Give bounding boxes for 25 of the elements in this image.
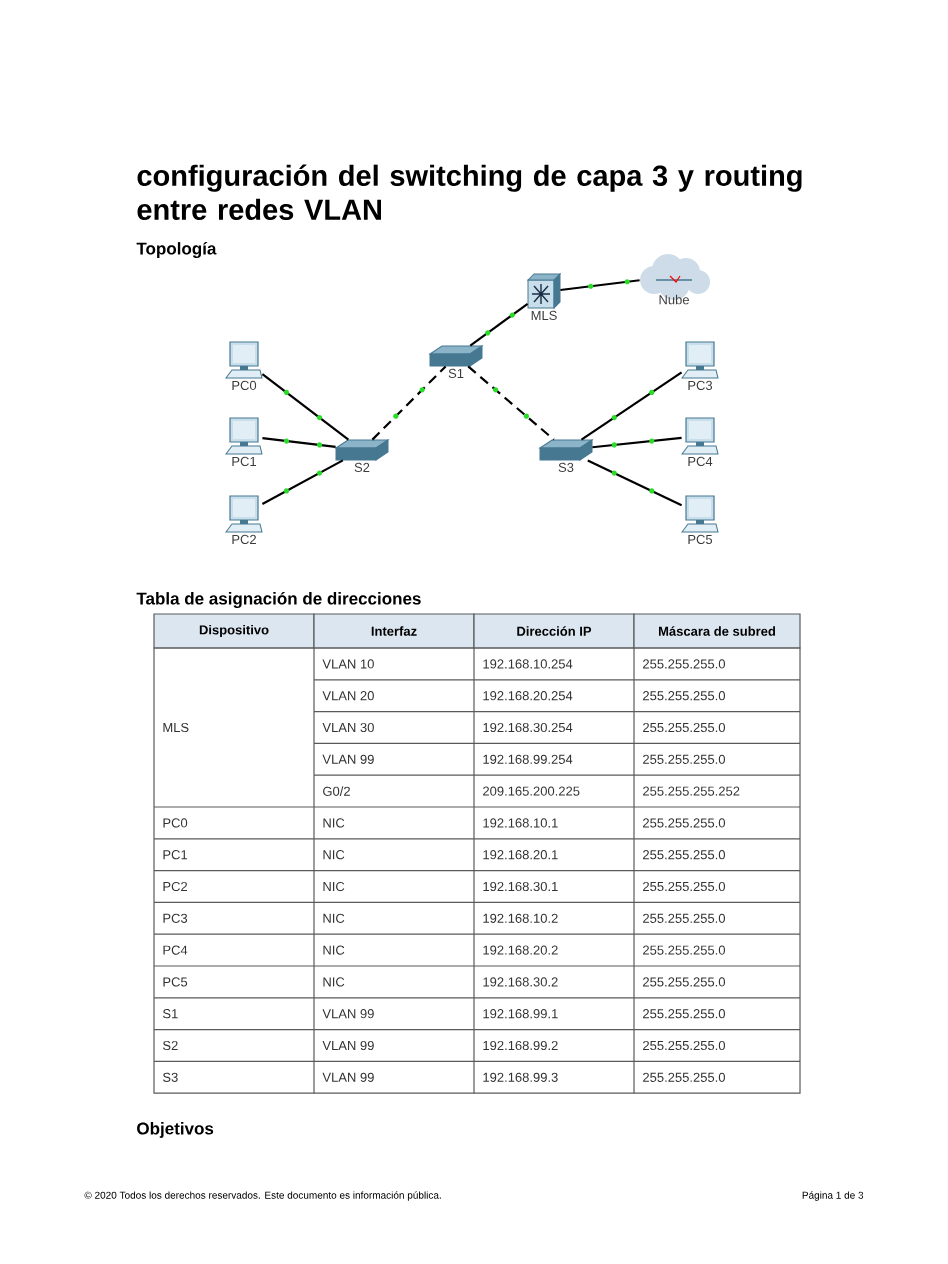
computer-drawing — [681, 341, 719, 390]
cloud-drawing — [640, 254, 710, 305]
computer-drawing — [225, 417, 263, 466]
switch-drawing — [539, 439, 593, 472]
cable — [261, 459, 344, 505]
section-heading: Tabla de asignación de direcciones — [136, 591, 421, 609]
cable — [469, 303, 529, 347]
computer-drawing — [225, 341, 263, 390]
computer-drawing — [225, 495, 263, 544]
switch-drawing — [429, 345, 483, 378]
cable — [592, 436, 682, 449]
switch-drawing — [335, 439, 389, 472]
title: configuración del switching de capa 3 y routing entre redes VLAN — [137, 164, 802, 220]
cable — [560, 279, 640, 292]
computer-drawing — [681, 417, 719, 466]
cable — [262, 437, 336, 448]
multilayer-switch-drawing — [527, 273, 561, 320]
section-heading: Topología — [136, 241, 217, 259]
cable — [580, 371, 683, 441]
cable — [587, 459, 683, 507]
cable — [371, 365, 447, 441]
section-heading: Objetivos — [137, 1122, 214, 1138]
cable — [467, 365, 555, 441]
cable — [261, 373, 350, 441]
computer-drawing — [681, 495, 719, 544]
